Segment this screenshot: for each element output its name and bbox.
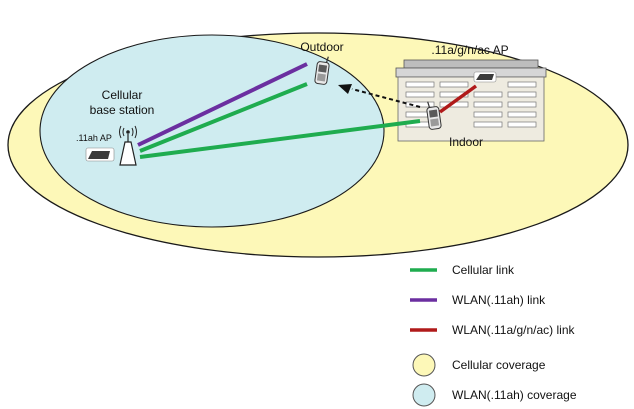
building-icon xyxy=(395,59,547,142)
router-icon xyxy=(473,71,497,83)
legend-label: Cellular link xyxy=(452,263,515,277)
base-station-label-line1: Cellular xyxy=(102,88,143,102)
legend-label: WLAN(.11ah) coverage xyxy=(452,388,577,402)
cellular-link-indoor xyxy=(139,119,421,159)
legend-swatch-wlan-ah-coverage xyxy=(412,383,436,407)
wlan-acn-link xyxy=(438,84,478,114)
phone-icon xyxy=(314,56,330,85)
legend-label: Cellular coverage xyxy=(452,358,546,372)
base-station-icon xyxy=(119,125,137,166)
legend-swatch-cellular-coverage xyxy=(412,353,436,377)
phone-icon xyxy=(426,101,442,130)
wlan-ah-coverage-area xyxy=(39,34,385,228)
acn-ap-label: .11a/g/n/ac AP xyxy=(431,43,508,57)
router-icon xyxy=(85,147,115,162)
legend-label: WLAN(.11a/g/n/ac) link xyxy=(452,323,575,337)
cellular-link-outdoor xyxy=(139,82,308,153)
wlan-ah-link xyxy=(137,62,308,147)
legend: Cellular link WLAN(.11ah) link WLAN(.11a… xyxy=(410,263,577,407)
legend-label: WLAN(.11ah) link xyxy=(452,293,546,307)
handover-arrow xyxy=(338,84,421,108)
ah-ap-label: .11ah AP xyxy=(76,133,112,143)
outdoor-label: Outdoor xyxy=(300,40,343,54)
indoor-label: Indoor xyxy=(449,135,483,149)
base-station-label-line2: base station xyxy=(90,103,155,117)
